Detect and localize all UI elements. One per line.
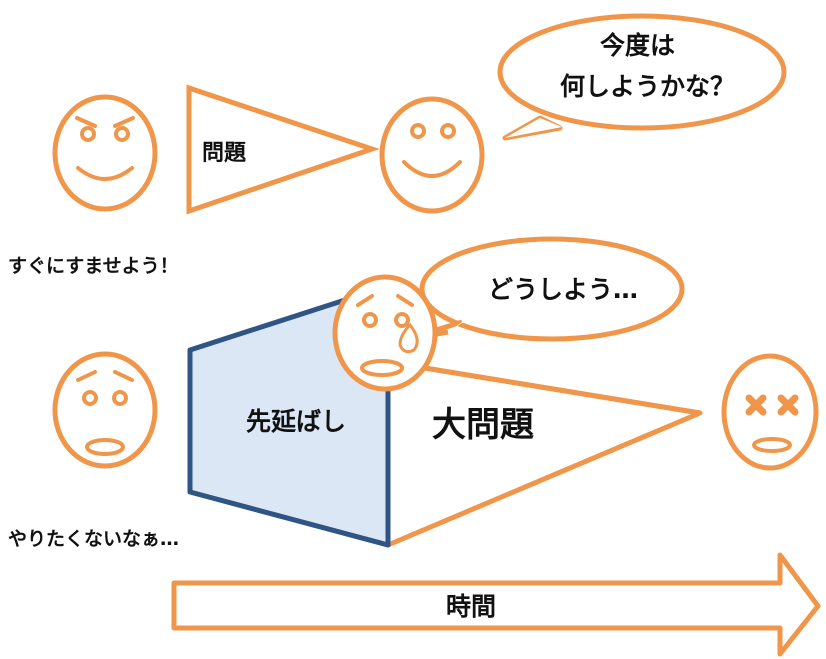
caption-reluctant: やりたくないなぁ… (8, 528, 179, 550)
caption-quick: すぐにすませよう！ (8, 255, 179, 277)
happy-face-icon (379, 96, 485, 214)
determined-face-icon (52, 94, 158, 212)
procrastination-box (187, 297, 391, 548)
bubble-worry: どうしよう… (488, 275, 638, 304)
speech-bubble-worry: どうしよう… (401, 236, 685, 343)
speech-bubble-next: 今度は 何しようかな？ (497, 13, 787, 141)
bubble-next-line1: 今度は (600, 31, 675, 60)
procrastination-label: 先延ばし (246, 407, 346, 436)
worried-face-icon (52, 351, 158, 469)
problem-triangle (186, 84, 380, 215)
crying-face-icon (332, 274, 438, 392)
time-arrow (171, 552, 821, 657)
big-problem-label: 大問題 (432, 405, 534, 445)
problem-label: 問題 (202, 141, 247, 166)
time-label: 時間 (446, 592, 496, 621)
dead-face-icon (721, 353, 819, 471)
bubble-next-line2: 何しようかな？ (560, 72, 735, 101)
